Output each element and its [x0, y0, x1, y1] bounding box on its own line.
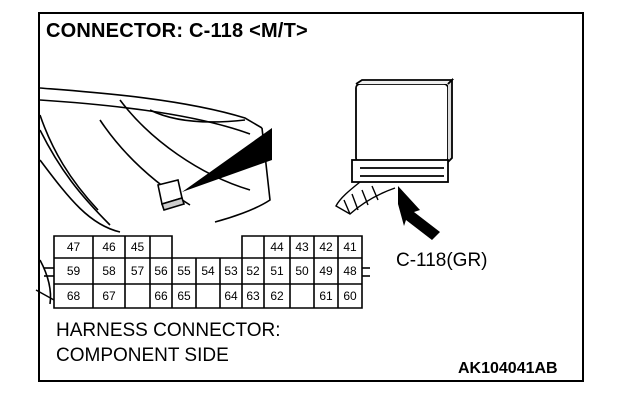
pin-53: 53 [224, 264, 238, 278]
pin-42: 42 [319, 240, 333, 254]
diagram-title: CONNECTOR: C-118 <M/T> [46, 20, 308, 42]
pin-41: 41 [343, 240, 357, 254]
harness-caption-line2: COMPONENT SIDE [56, 345, 229, 366]
pin-47: 47 [66, 240, 81, 254]
pin-59: 59 [66, 264, 81, 278]
dashboard-drawing [39, 87, 271, 305]
wire-harness [335, 181, 396, 215]
pin-63: 63 [246, 289, 260, 303]
connector-face [44, 235, 370, 309]
ecu-module [351, 77, 455, 183]
diagram-frame [38, 12, 584, 382]
pin-44: 44 [270, 240, 284, 254]
pin-48: 48 [343, 264, 357, 278]
connector-arrow [398, 186, 440, 240]
pin-66: 66 [154, 289, 168, 303]
pointer-beam [182, 128, 272, 192]
connector-leader [35, 289, 55, 301]
pin-60: 60 [343, 289, 357, 303]
connector-label: C-118(GR) [396, 250, 488, 271]
pin-43: 43 [295, 240, 309, 254]
pin-49: 49 [319, 264, 333, 278]
pin-51: 51 [270, 264, 284, 278]
harness-caption-line1: HARNESS CONNECTOR: [56, 320, 281, 341]
pin-52: 52 [246, 264, 260, 278]
pin-55: 55 [177, 264, 191, 278]
pin-58: 58 [102, 264, 116, 278]
pin-68: 68 [66, 289, 81, 303]
pin-65: 65 [177, 289, 191, 303]
pin-61: 61 [319, 289, 333, 303]
pin-46: 46 [102, 240, 116, 254]
pin-62: 62 [270, 289, 284, 303]
pin-64: 64 [224, 289, 238, 303]
pin-56: 56 [154, 264, 168, 278]
pin-54: 54 [201, 264, 215, 278]
pin-57: 57 [130, 264, 145, 278]
pin-50: 50 [295, 264, 309, 278]
figure-code: AK104041AB [458, 360, 558, 377]
pin-45: 45 [130, 240, 145, 254]
ecu-location-box [157, 179, 186, 211]
pin-67: 67 [102, 289, 116, 303]
